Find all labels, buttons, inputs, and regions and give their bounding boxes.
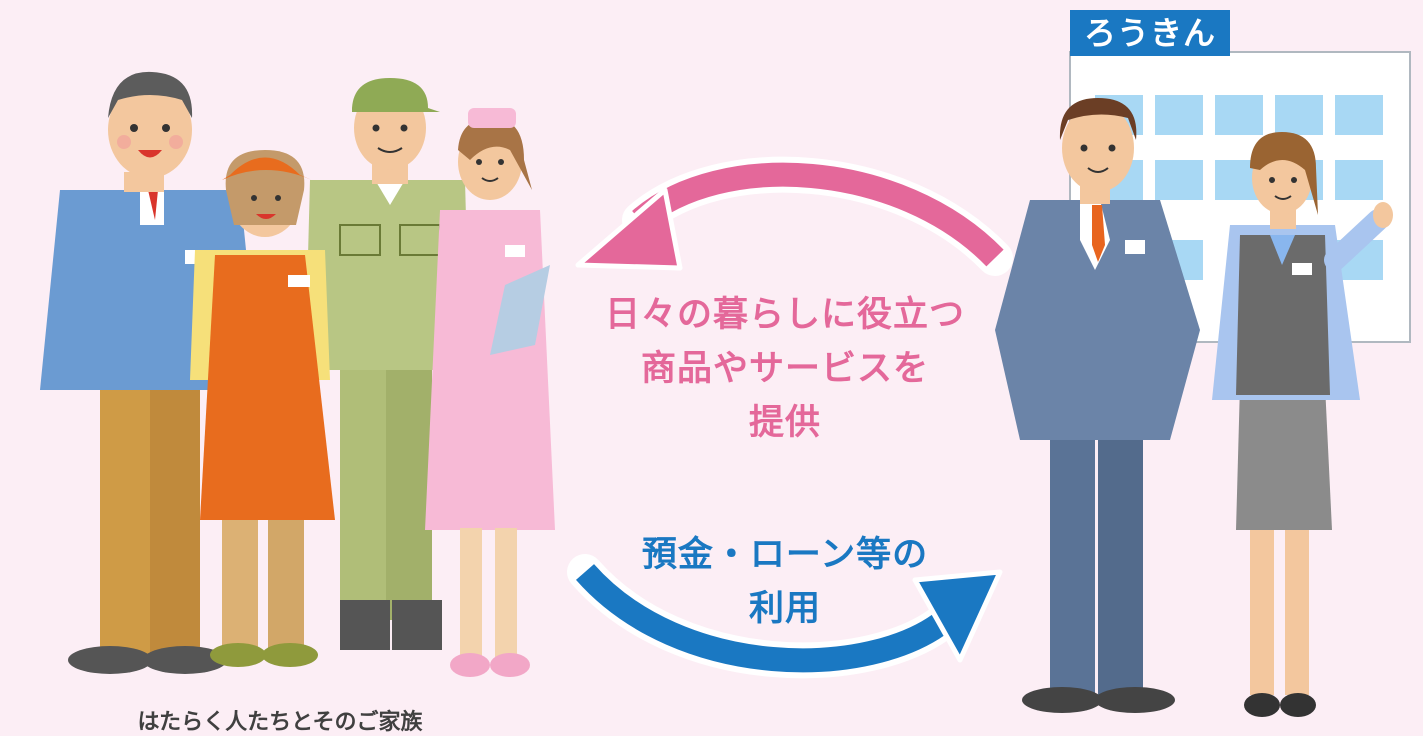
brand-badge [1070,10,1230,56]
staff-woman-vest [1212,132,1393,717]
flow-label-provide-line-2: 商品やサービスを [640,349,929,389]
worker-family-group [40,71,555,677]
flow-label-use: 預金・ローン等の 利用 [620,528,950,636]
staff-man-suit [995,98,1200,713]
flow-label-provide: 日々の暮らしに役立つ 商品やサービスを 提供 [590,288,980,450]
bank-staff-group [995,98,1393,717]
worker-man-green-uniform [305,78,470,650]
worker-nurse-pink [425,108,555,677]
flow-label-use-line-1: 預金・ローン等の [641,535,929,575]
flow-label-provide-line-3: 提供 [748,403,821,443]
worker-group-caption: はたらく人たちとそのご家族 [137,710,423,735]
worker-woman-orange-apron [190,150,335,667]
arrow-top-provide [575,156,1013,276]
brand-name: ろうきん [1083,14,1216,52]
arrow-bottom-use [567,554,1003,679]
flow-label-use-line-2: 利用 [748,589,821,629]
flow-label-provide-line-1: 日々の暮らしに役立つ [604,295,965,335]
